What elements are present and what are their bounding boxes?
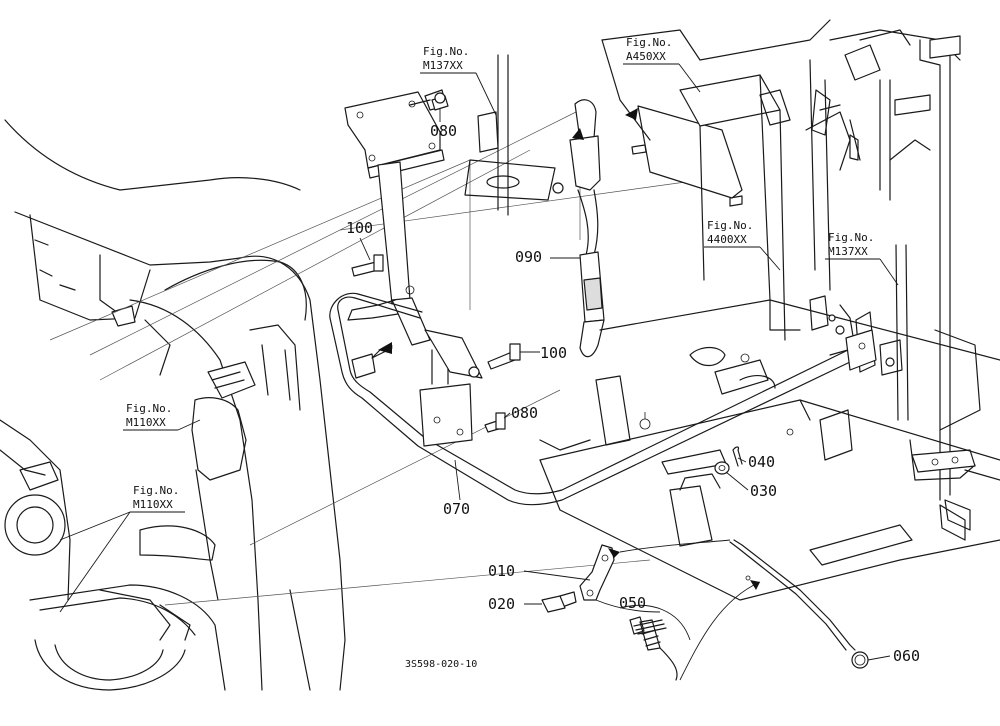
bolts <box>351 92 743 433</box>
upper-bracket <box>344 89 447 346</box>
figure-ref-m110xx-upper: Fig.No. M110XX <box>123 402 201 431</box>
spring-050 <box>619 604 691 681</box>
fig-label: Fig.No. <box>828 231 874 244</box>
fig-label: Fig.No. <box>133 484 179 497</box>
strap-090 <box>569 99 605 358</box>
dashboard-body <box>0 119 346 691</box>
part-callouts: 080 100 090 100 080 040 030 070 010 020 … <box>346 108 920 665</box>
bolt-080-lower <box>484 412 506 433</box>
fig-number: M137XX <box>423 59 463 72</box>
bolt-100-left <box>351 254 384 277</box>
drawing-code: 3S598-020-10 <box>405 659 477 670</box>
callout-050: 050 <box>619 594 646 612</box>
figure-ref-4400xx: Fig.No. 4400XX <box>704 219 781 271</box>
callout-100-right: 100 <box>540 344 567 362</box>
upper-plate <box>464 105 743 201</box>
fig-label: Fig.No. <box>707 219 753 232</box>
fig-number: 4400XX <box>707 233 747 246</box>
fig-label: Fig.No. <box>626 36 672 49</box>
callout-090: 090 <box>515 248 542 266</box>
figure-ref-m137xx-top: Fig.No. M137XX <box>420 45 497 116</box>
figure-ref-a450xx: Fig.No. A450XX <box>623 36 701 93</box>
callout-100-left: 100 <box>346 219 373 237</box>
lever-parts <box>541 446 743 613</box>
callout-070: 070 <box>443 500 470 518</box>
bolt-small-mid <box>552 182 564 194</box>
frame-tube-070 <box>329 292 877 506</box>
upper-rod <box>477 54 520 216</box>
fig-number: M110XX <box>133 498 173 511</box>
callout-030: 030 <box>750 482 777 500</box>
bolt-100-right <box>487 343 521 370</box>
callout-080-upper: 080 <box>430 122 457 140</box>
floor-plate <box>539 295 1000 601</box>
figure-ref-m137xx-right: Fig.No. M137XX <box>825 231 899 286</box>
fig-label: Fig.No. <box>423 45 469 58</box>
callout-040: 040 <box>748 453 775 471</box>
fig-number: A450XX <box>626 50 666 63</box>
bolt-080-upper <box>431 92 449 111</box>
right-frame <box>601 19 1000 531</box>
callout-080-lower: 080 <box>511 404 538 422</box>
callout-020: 020 <box>488 595 515 613</box>
figure-ref-m110xx-lower: Fig.No. M110XX <box>59 484 185 613</box>
callout-060: 060 <box>893 647 920 665</box>
fig-label: Fig.No. <box>126 402 172 415</box>
callout-010: 010 <box>488 562 515 580</box>
fig-number: M137XX <box>828 245 868 258</box>
fig-number: M110XX <box>126 416 166 429</box>
arrows <box>378 108 760 590</box>
rod-060 <box>679 539 869 681</box>
